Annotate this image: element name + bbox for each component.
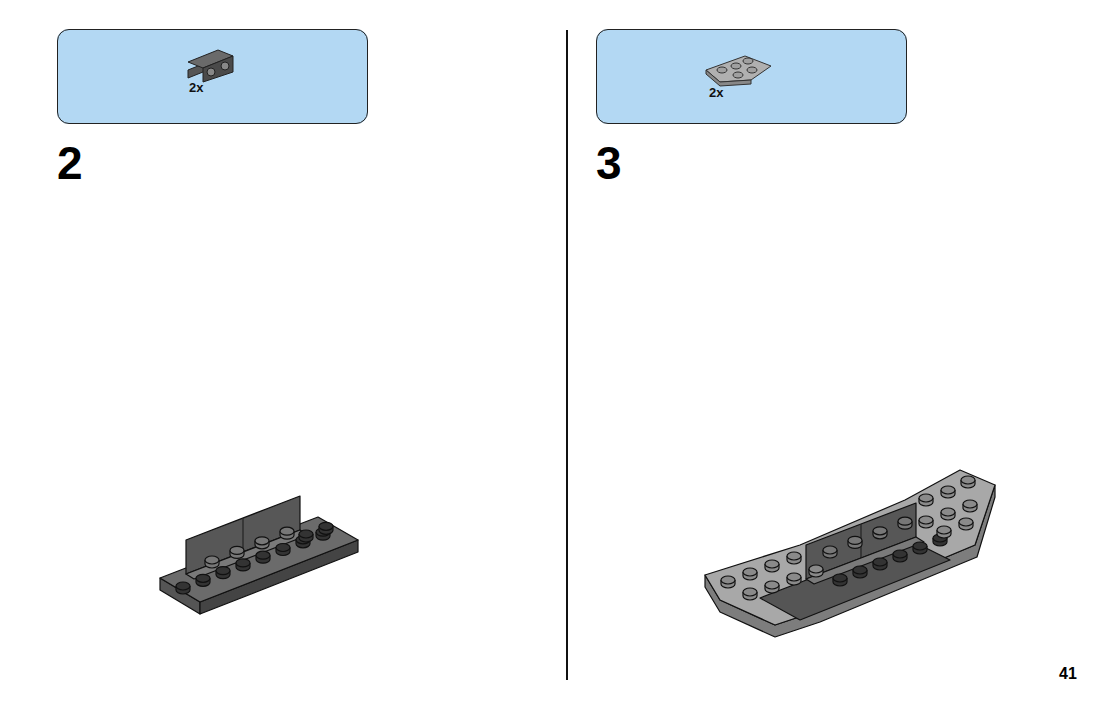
stud (276, 544, 290, 552)
stud (216, 567, 230, 575)
step3-model (705, 470, 995, 637)
stud (236, 559, 250, 567)
stud (919, 494, 933, 502)
stud (255, 537, 269, 545)
stud (176, 582, 190, 590)
part-icon-wedge-plate (706, 56, 771, 86)
stud (743, 568, 757, 576)
stud (941, 508, 955, 516)
stud (848, 536, 862, 544)
stud (196, 574, 210, 582)
parts-callout-box: 2x (596, 29, 907, 124)
stud (319, 522, 333, 530)
stud (873, 558, 887, 566)
stud (787, 552, 801, 560)
stud (959, 518, 973, 526)
part-icon-bracket (188, 50, 233, 82)
stud (941, 486, 955, 494)
step-number: 2 (57, 136, 83, 190)
page-divider (566, 30, 568, 680)
stud (230, 546, 244, 554)
callout-fill (596, 29, 907, 124)
stud (299, 530, 313, 538)
stud (963, 500, 977, 508)
parts-callout-box: 2x (57, 29, 368, 124)
part-quantity: 2x (189, 80, 203, 95)
stud (743, 588, 757, 596)
stud (721, 576, 735, 584)
step2-model (160, 496, 358, 614)
stud (893, 550, 907, 558)
stud (765, 560, 779, 568)
stud (205, 556, 219, 564)
stud (809, 565, 823, 573)
stud (873, 527, 887, 535)
stud (833, 574, 847, 582)
stud (961, 476, 975, 484)
stud (823, 546, 837, 554)
step-number: 3 (596, 136, 622, 190)
stud (765, 581, 779, 589)
stud (280, 527, 294, 535)
stud (937, 526, 951, 534)
stud (853, 566, 867, 574)
stud (787, 573, 801, 581)
callout-fill (57, 29, 368, 124)
page-number: 41 (1059, 665, 1077, 683)
part-quantity: 2x (709, 85, 723, 100)
stud (919, 516, 933, 524)
stud (913, 542, 927, 550)
stud (898, 517, 912, 525)
stud (256, 551, 270, 559)
